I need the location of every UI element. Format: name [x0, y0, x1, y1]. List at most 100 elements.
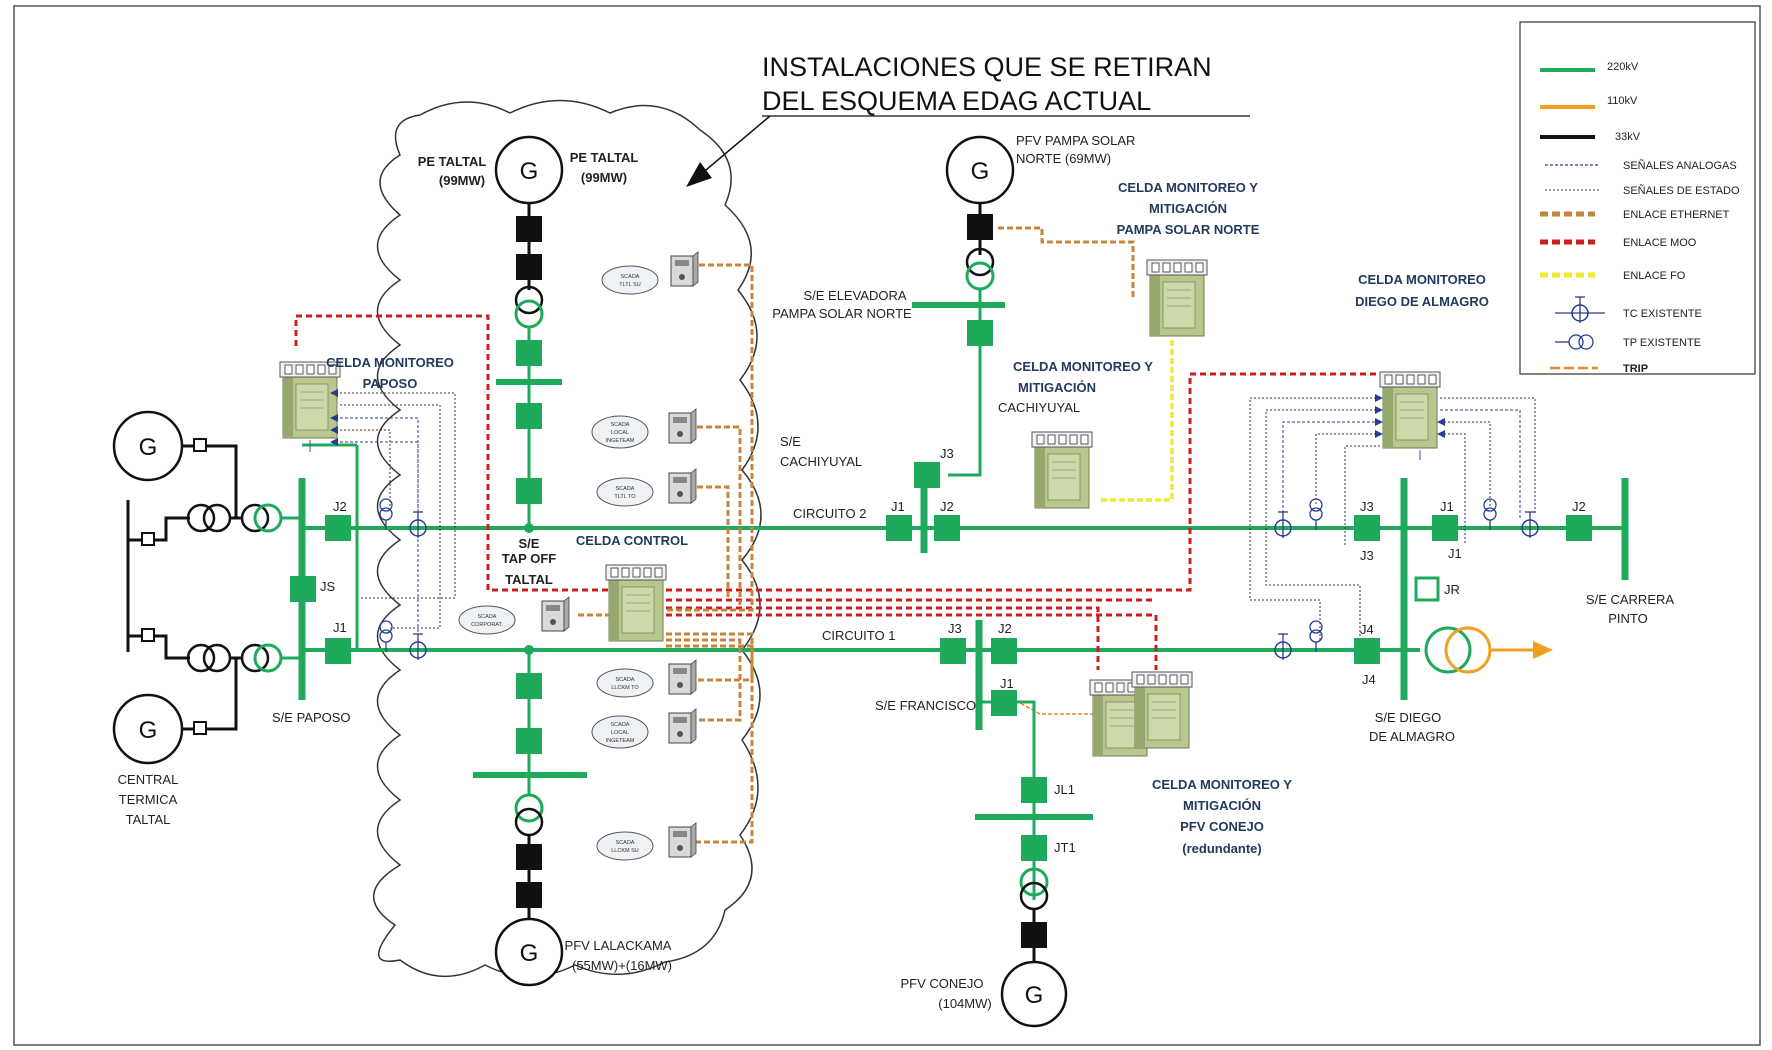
legend-label-ethernet: ENLACE ETHERNET	[1623, 209, 1730, 221]
label-j3-cach: J3	[940, 446, 954, 461]
svg-text:INGETEAM: INGETEAM	[606, 438, 635, 444]
legend-label-220kv: 220kV	[1607, 61, 1639, 73]
label-j2-paposo: J2	[333, 499, 347, 514]
label-j1-fran: J1	[1000, 676, 1014, 691]
svg-text:SCADA: SCADA	[621, 274, 640, 280]
svg-text:CORPORAT.: CORPORAT.	[471, 622, 503, 628]
celda-control-cabinet	[605, 564, 667, 642]
scada-llckm-su: SCADA LLCKM SU	[596, 822, 697, 861]
label-central-2: TERMICA	[119, 792, 178, 807]
breaker-j2-paposo	[325, 515, 351, 541]
svg-text:LLCKM SU: LLCKM SU	[611, 848, 639, 854]
label-se-tapoff-2: TAP OFF	[502, 551, 556, 566]
legend-label-tc: TC EXISTENTE	[1623, 308, 1702, 320]
scada-tltl-to: SCADA TLTL TO	[596, 468, 697, 507]
label-pe-taltal-left-2: (99MW)	[439, 173, 485, 188]
breaker-j4-diego	[1354, 638, 1380, 664]
legend-label-fo: ENLACE FO	[1623, 270, 1686, 282]
scada-local-ingeteam-1: SCADA LOCAL INGETEAM	[591, 408, 697, 449]
label-j4-diego-b: J4	[1362, 672, 1376, 687]
breaker-js-paposo	[290, 576, 316, 602]
svg-text:LOCAL: LOCAL	[611, 730, 629, 736]
svg-text:LLCKM TO: LLCKM TO	[611, 685, 639, 691]
label-celda-diego-2: DIEGO DE ALMAGRO	[1355, 294, 1489, 309]
legend-label-analog: SEÑALES ANALOGAS	[1623, 159, 1737, 172]
label-se-diego-2: DE ALMAGRO	[1369, 729, 1455, 744]
paposo-signal-lines	[309, 392, 456, 640]
celda-pampa-cabinet	[1146, 259, 1208, 337]
scada-llckm-to: SCADA LLCKM TO	[596, 659, 697, 698]
svg-text:G: G	[139, 717, 158, 744]
label-j1-paposo: J1	[333, 620, 347, 635]
svg-text:LOCAL: LOCAL	[611, 430, 629, 436]
celda-diego-cabinet	[1379, 371, 1441, 449]
breaker-j3-fran	[940, 638, 966, 664]
svg-text:G: G	[520, 158, 539, 185]
moo-links	[294, 314, 1380, 670]
label-j2-fran: J2	[998, 621, 1012, 636]
label-se-diego-1: S/E DIEGO	[1375, 710, 1441, 725]
leader-arrow	[699, 115, 771, 176]
label-circuito-1: CIRCUITO 1	[822, 628, 895, 643]
svg-text:TLTL SU: TLTL SU	[619, 282, 640, 288]
breaker-j1-paposo	[325, 638, 351, 664]
legend-label-trip: TRIP	[1623, 363, 1648, 375]
scada-corporat: SCADA CORPORAT.	[458, 596, 570, 635]
label-celda-pampa-2: MITIGACIÓN	[1149, 201, 1227, 216]
diego-transformer-110kv	[1424, 626, 1553, 674]
legend-label-tp: TP EXISTENTE	[1623, 337, 1701, 349]
label-celda-paposo-1: CELDA MONITOREO	[326, 355, 454, 370]
label-pfv-conejo-2: (104MW)	[938, 996, 991, 1011]
frame	[13, 5, 1761, 1046]
central-termica-taltal: G G	[112, 410, 302, 765]
pampa-solar-norte-feeder: G	[912, 135, 1015, 488]
svg-text:INGETEAM: INGETEAM	[606, 738, 635, 744]
breaker-jr-open	[1414, 576, 1440, 602]
label-celda-pampa-1: CELDA MONITOREO Y	[1118, 180, 1258, 195]
label-celda-pampa-3: PAMPA SOLAR NORTE	[1117, 222, 1260, 237]
label-j3-fran: J3	[948, 621, 962, 636]
label-pe-taltal-right-2: (99MW)	[581, 170, 627, 185]
pfv-conejo-feeder: G	[975, 690, 1093, 1028]
breaker-j2-cach	[934, 515, 960, 541]
label-jt1: JT1	[1054, 840, 1076, 855]
breaker-j1-cach	[886, 515, 912, 541]
svg-text:SCADA: SCADA	[611, 422, 630, 428]
ethernet-links	[578, 226, 1135, 844]
label-celda-conejo-1: CELDA MONITOREO Y	[1152, 777, 1292, 792]
title-line-1: INSTALACIONES QUE SE RETIRAN	[762, 52, 1212, 82]
label-pfv-pampa-1: PFV PAMPA SOLAR	[1016, 133, 1135, 148]
fo-link	[1100, 340, 1174, 502]
label-celda-conejo-4: (redundante)	[1182, 841, 1261, 856]
label-j1-diego-b: J1	[1448, 546, 1462, 561]
breaker-j3-diego	[1354, 515, 1380, 541]
label-j1-cach: J1	[891, 499, 905, 514]
legend-label-33kv: 33kV	[1615, 131, 1641, 143]
svg-text:G: G	[139, 434, 158, 461]
svg-text:TLTL TO: TLTL TO	[614, 494, 636, 500]
legend: 220kV 110kV 33kV SEÑALES ANALOGAS SEÑALE…	[1519, 21, 1756, 375]
celda-conejo-cabinet-2	[1131, 671, 1193, 749]
scada-local-ingeteam-2: SCADA LOCAL INGETEAM	[591, 708, 697, 749]
label-pfv-lalackama-1: PFV LALACKAMA	[565, 938, 672, 953]
legend-label-110kv: 110kV	[1607, 95, 1638, 107]
svg-text:G: G	[1025, 982, 1044, 1009]
label-circuito-2: CIRCUITO 2	[793, 506, 866, 521]
label-se-paposo: S/E PAPOSO	[272, 710, 351, 725]
label-se-cachiyuyal-1: S/E	[780, 434, 801, 449]
label-se-carrera-2: PINTO	[1608, 611, 1648, 626]
svg-text:SCADA: SCADA	[611, 722, 630, 728]
label-jr: JR	[1444, 582, 1460, 597]
label-celda-cach-1: CELDA MONITOREO Y	[1013, 359, 1153, 374]
label-celda-cach-3: CACHIYUYAL	[998, 400, 1080, 415]
breaker-j2-carrera	[1566, 515, 1592, 541]
label-j3-diego: J3	[1360, 499, 1374, 514]
breaker-j1-diego	[1432, 515, 1458, 541]
svg-text:SCADA: SCADA	[616, 677, 635, 683]
label-pfv-lalackama-2: (55MW)+(16MW)	[572, 958, 672, 973]
label-pfv-pampa-2: NORTE (69MW)	[1016, 151, 1111, 166]
diego-signal-lines	[1249, 397, 1536, 650]
label-central-3: TALTAL	[126, 812, 171, 827]
svg-text:SCADA: SCADA	[616, 840, 635, 846]
